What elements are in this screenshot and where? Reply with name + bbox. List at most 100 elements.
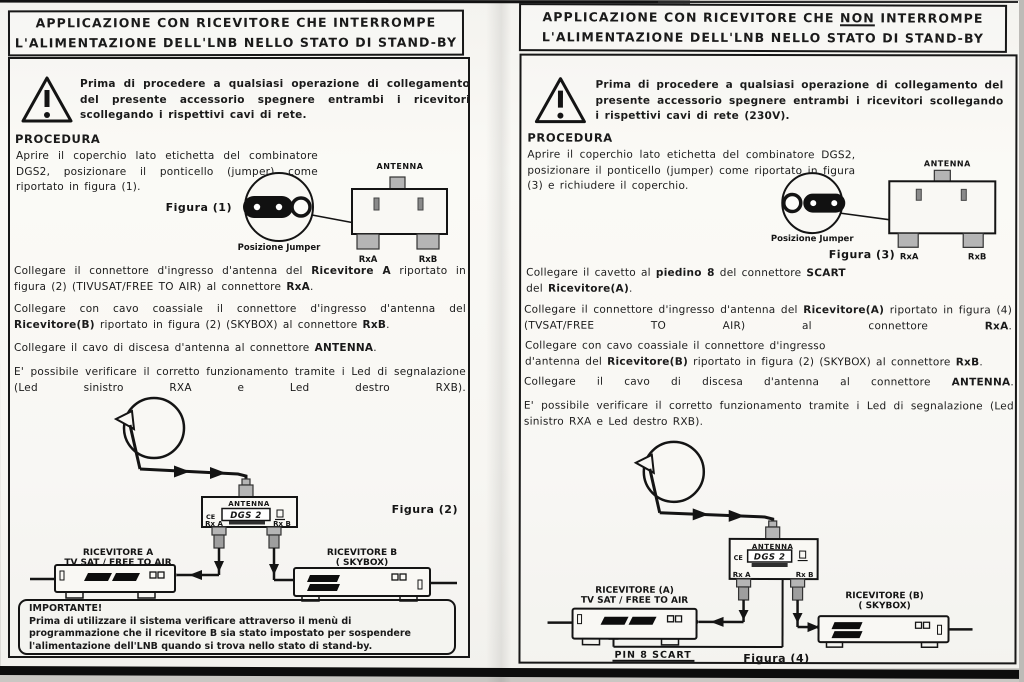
- ce-mark: CE: [734, 554, 743, 562]
- lnb-feed: [113, 409, 136, 431]
- left-paragraph-connect-b: Collegare con cavo coassiale il connetto…: [14, 303, 466, 331]
- receiver-b-label-1: RICEVITORE (B): [845, 591, 923, 601]
- right-title-line2: L'ALIMENTAZIONE DELL'LNB NELLO STATO DI …: [541, 29, 985, 46]
- fig2-rxa-label: Rx A: [205, 520, 223, 528]
- left-warning-text: Prima di procedere a qualsiasi operazion…: [80, 78, 470, 121]
- lnb-feed: [633, 453, 656, 475]
- fig4-rxb-label: Rx B: [796, 571, 814, 579]
- fineprint-bar: [229, 521, 265, 525]
- fig2-rxb-label: Rx B: [273, 520, 291, 528]
- fig1-rxa-connector: [356, 233, 380, 250]
- right-paragraph-connect-a: Collegare il connettore d'ingresso d'ant…: [524, 303, 1013, 332]
- figura-3-label: Figura (3): [829, 248, 895, 261]
- right-paragraph-connect-b: Collegare con cavo coassiale il connetto…: [524, 339, 983, 368]
- receiver-a-label-2: TV SAT / FREE TO AIR: [581, 596, 688, 606]
- jumper-cap: [803, 193, 846, 213]
- figura-1-label: Figura (1): [166, 201, 232, 214]
- left-panel-body: Prima di procedere a qualsiasi operazion…: [8, 57, 470, 658]
- fig1-antenna-connector: [389, 176, 406, 190]
- satellite-dish: [122, 396, 186, 460]
- antenna-cable: [139, 467, 248, 481]
- weee-icon: [797, 550, 808, 562]
- fig1-rxb-label: RxB: [419, 255, 438, 265]
- scart-line2: del Ricevitore(A).: [526, 282, 633, 295]
- fig1-rxa-label: RxA: [359, 255, 378, 265]
- fig1-antenna-label: ANTENNA: [377, 162, 424, 171]
- fig4-rxb-connector: [790, 578, 806, 588]
- page-fold: [486, 0, 520, 682]
- jumper-open-pin: [782, 192, 803, 214]
- fig4-rxa-label: Rx A: [733, 571, 751, 579]
- fig4-rxa-connector: [736, 578, 752, 588]
- right-title-line1: APPLICAZIONE CON RICEVITORE CHE NON INTE…: [542, 9, 984, 26]
- fig2-rxa-connector: [211, 526, 227, 536]
- fig2-antenna-label: ANTENNA: [228, 500, 270, 508]
- scart-line1: Collegare il cavetto al piedino 8 del co…: [526, 266, 846, 280]
- left-step1: Aprire il coperchio lato etichetta del c…: [16, 150, 318, 193]
- fig3-rxb-label: RxB: [968, 252, 987, 262]
- satellite-dish: [642, 440, 706, 504]
- right-panel-body: Prima di procedere a qualsiasi operazion…: [518, 53, 1018, 665]
- jumper-cap: [243, 196, 293, 218]
- receiver-b-label-2: ( SKYBOX): [858, 601, 910, 611]
- importante-title: IMPORTANTE!: [29, 603, 103, 614]
- figura-2-label: Figura (2): [392, 503, 458, 516]
- antenna-cable: [659, 511, 775, 524]
- ce-mark: CE: [206, 513, 215, 521]
- left-title-line2: L'ALIMENTAZIONE DELL'LNB NELLO STATO DI …: [14, 34, 458, 51]
- receiver-a: [547, 607, 698, 646]
- warning-icon: [20, 75, 74, 125]
- weee-icon: [275, 509, 285, 521]
- left-procedura-heading: PROCEDURA: [15, 132, 101, 146]
- left-paragraph-connect-a: Collegare il connettore d'ingresso d'ant…: [14, 265, 466, 293]
- figure-2-system-diagram: Figura (2) ANTENNA CE DGS 2 Rx A Rx B: [30, 396, 458, 602]
- fig1-combiner-box: [351, 188, 448, 235]
- receiver-b-label-1: RICEVITORE B: [327, 548, 397, 558]
- rxa-connection-cable: [171, 548, 224, 580]
- scan-edge-right: [1019, 0, 1024, 682]
- scan-edge-top-2: [658, 1, 1018, 3]
- dgs2-label: DGS 2: [754, 552, 786, 562]
- fig3-rxa-label: RxA: [900, 252, 919, 262]
- fig4-antenna-connector: [765, 526, 781, 540]
- right-procedura-heading: PROCEDURA: [527, 130, 613, 145]
- svg-text:PIN 8 SCART: PIN 8 SCART: [614, 650, 691, 661]
- left-title-line1: APPLICAZIONE CON RICEVITORE CHE INTERROM…: [35, 14, 437, 31]
- figura-4-label: Figura (4): [743, 652, 809, 665]
- fineprint-bar: [751, 562, 788, 568]
- left-paragraph-antenna: Collegare il cavo di discesa d'antenna a…: [14, 342, 377, 354]
- pin8-scart-label: PIN 8 SCART: [612, 650, 695, 662]
- receiver-a: [30, 564, 176, 599]
- posizione-jumper-caption: Posizione Jumper: [238, 243, 321, 253]
- right-paragraph-led: E' possibile verificare il corretto funz…: [523, 399, 1014, 428]
- right-paragraph-antenna: Collegare il cavo di discesa d'antenna a…: [523, 375, 1014, 389]
- fig2-antenna-connector: [238, 484, 254, 498]
- fig3-rxa-connector: [897, 232, 919, 248]
- rxa-connection-cable: [692, 599, 749, 627]
- fig2-rxb-connector: [266, 526, 282, 536]
- receiver-b: [293, 567, 457, 602]
- receiver-b: [817, 615, 973, 649]
- right-warning-text: Prima di procedere a qualsiasi operazion…: [595, 78, 1004, 123]
- figure-3-jumper-diagram: Posizione Jumper Figura (3) ANTENNA RxA …: [771, 159, 997, 262]
- right-panel-title: APPLICAZIONE CON RICEVITORE CHE NON INTE…: [518, 3, 1008, 53]
- fig3-antenna-label: ANTENNA: [924, 159, 971, 168]
- fig3-combiner-box: [888, 180, 997, 235]
- importante-note: IMPORTANTE! Prima di utilizzare il siste…: [18, 599, 456, 655]
- warning-icon: [533, 76, 587, 126]
- importante-text: Prima di utilizzare il sistema verificar…: [29, 615, 411, 652]
- receiver-a-label-2: TV SAT / FREE TO AIR: [64, 558, 171, 568]
- receiver-a-label-1: RICEVITORE A: [83, 548, 153, 558]
- figure-4-system-diagram: ANTENNA CE DGS 2 Rx A Rx B: [547, 440, 973, 665]
- right-paragraph-scart: Collegare il cavetto al piedino 8 del co…: [526, 266, 1006, 298]
- fig4-antenna-label: ANTENNA: [752, 543, 794, 551]
- receiver-b-label-2: ( SKYBOX): [336, 558, 388, 568]
- left-paragraph-led: E' possibile verificare il corretto funz…: [14, 366, 466, 394]
- figure-1-jumper-diagram: Figura (1) Posizione Jumper ANTENNA RxA …: [166, 162, 448, 265]
- fig3-rxb-connector: [962, 232, 984, 248]
- left-panel-title: APPLICAZIONE CON RICEVITORE CHE INTERROM…: [7, 9, 465, 57]
- jumper-open-pin: [290, 196, 312, 218]
- receiver-a-label-1: RICEVITORE (A): [595, 586, 674, 596]
- dgs2-label: DGS 2: [230, 511, 262, 521]
